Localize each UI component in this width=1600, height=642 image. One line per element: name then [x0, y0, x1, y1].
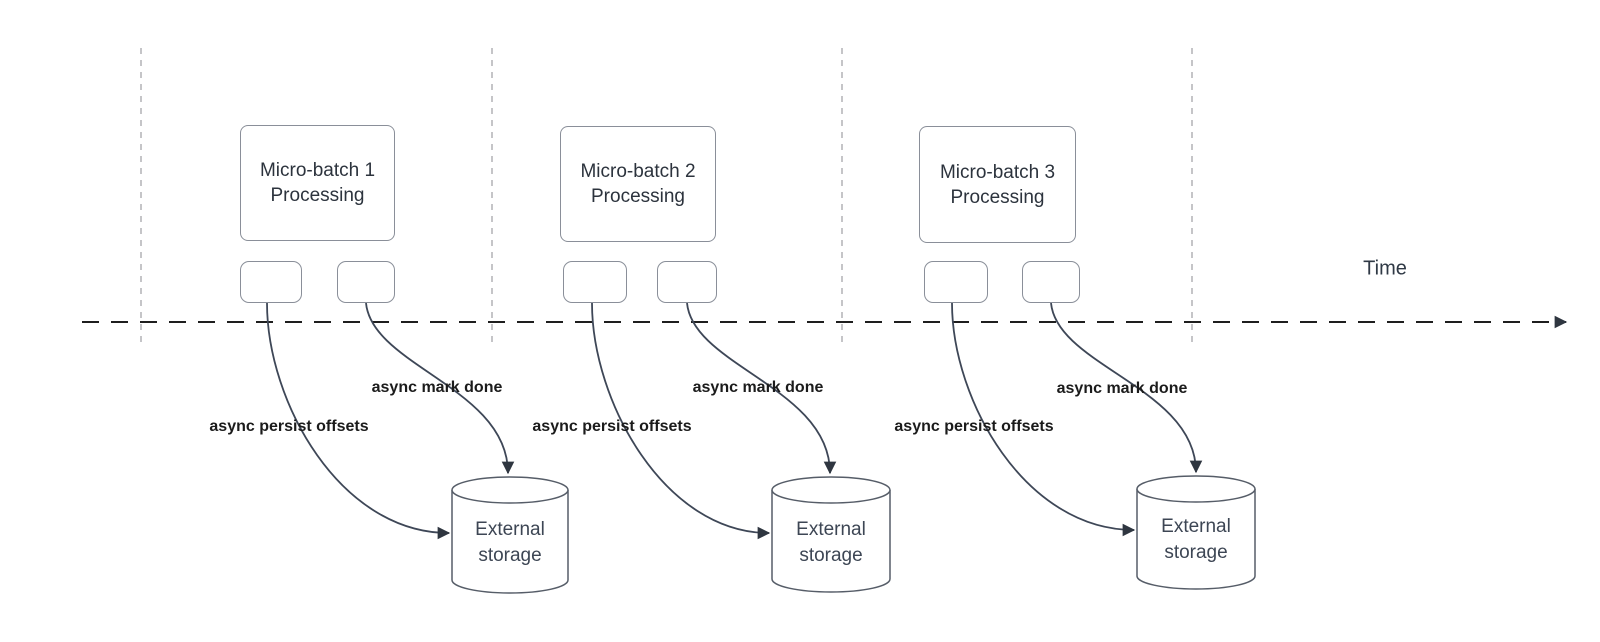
storage-3-label-line2: storage	[1164, 542, 1228, 563]
storage-cylinder-1	[451, 476, 569, 594]
micro-batch-2-subtitle: Processing	[591, 186, 685, 207]
batch-3-mark-done-label: async mark done	[1056, 380, 1188, 397]
cylinder-body	[451, 490, 569, 594]
batch-2-mark-done-label: async mark done	[692, 379, 824, 396]
batch-1-mini-box-right	[337, 261, 395, 303]
micro-batch-3-subtitle: Processing	[950, 186, 1045, 208]
async-arrows	[266, 302, 1203, 540]
batch-2-mini-box-right	[657, 261, 717, 303]
storage-1-label: External storage	[452, 517, 568, 569]
batch-3-mini-box-left	[924, 261, 988, 303]
storage-cylinder-2	[771, 476, 891, 593]
batch-1-persist-offsets-label: async persist offsets	[209, 418, 369, 435]
batch-2-mark-done-arrow	[686, 302, 837, 475]
micro-batch-1-box: Micro-batch 1 Processing	[240, 125, 395, 241]
batch-1-persist-offsets-arrow	[266, 302, 451, 540]
micro-batch-3-box: Micro-batch 3 Processing	[919, 126, 1076, 243]
cylinder-body	[1136, 489, 1256, 590]
batch-1-mark-done-label: async mark done	[371, 379, 503, 396]
storage-2-label: External storage	[772, 517, 890, 569]
batch-3-mark-done-arrow	[1050, 302, 1203, 474]
time-axis-label: Time	[1363, 257, 1407, 280]
cylinder-top	[1136, 475, 1256, 503]
micro-batch-2-title: Micro-batch 2	[580, 161, 696, 182]
storage-cylinder-3	[1136, 475, 1256, 590]
micro-batch-3-title: Micro-batch 3	[939, 161, 1056, 183]
batch-2-mini-box-left	[563, 261, 627, 303]
batch-2-persist-offsets-label: async persist offsets	[532, 418, 692, 435]
micro-batch-2-box: Micro-batch 2 Processing	[560, 126, 716, 242]
batch-3-mini-box-right	[1022, 261, 1080, 303]
cylinder-top	[451, 476, 569, 504]
storage-2-label-line2: storage	[799, 545, 863, 566]
time-boundary-lines	[140, 48, 1193, 342]
batch-3-persist-offsets-arrow	[951, 302, 1136, 537]
storage-1-label-line2: storage	[478, 545, 542, 566]
batch-1-mini-box-left	[240, 261, 302, 303]
batch-3-persist-offsets-label: async persist offsets	[894, 418, 1054, 435]
storage-3-label-line1: External	[1161, 516, 1231, 537]
cylinder-top	[771, 476, 891, 504]
storage-3-label: External storage	[1137, 514, 1255, 566]
cylinder-body	[771, 490, 891, 593]
micro-batch-1-title: Micro-batch 1	[259, 160, 376, 181]
batch-2-persist-offsets-arrow	[591, 302, 771, 540]
batch-1-mark-done-arrow	[365, 302, 515, 475]
storage-2-label-line1: External	[796, 519, 866, 540]
storage-1-label-line1: External	[475, 519, 545, 540]
micro-batch-1-subtitle: Processing	[270, 185, 365, 206]
